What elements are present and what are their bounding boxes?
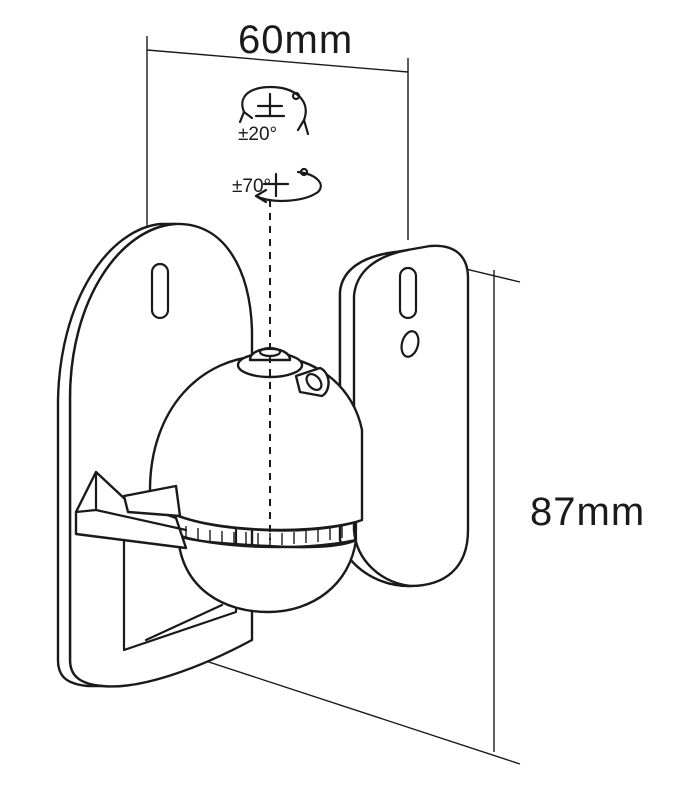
width-dimension: 60mm — [146, 18, 409, 240]
swivel-label: ±70° — [232, 176, 271, 197]
swivel-arrow-icon — [254, 167, 322, 204]
swivel-indicator: ±70° — [232, 167, 322, 204]
tilt-arrow-icon — [238, 86, 310, 136]
ball-joint — [148, 346, 364, 614]
width-label: 60mm — [238, 18, 353, 62]
speaker-clamp — [74, 470, 188, 550]
height-dimension: 87mm — [159, 257, 645, 765]
tilt-label: ±20° — [238, 124, 277, 145]
tilt-indicator: ±20° — [238, 86, 310, 145]
height-label: 87mm — [530, 490, 645, 534]
